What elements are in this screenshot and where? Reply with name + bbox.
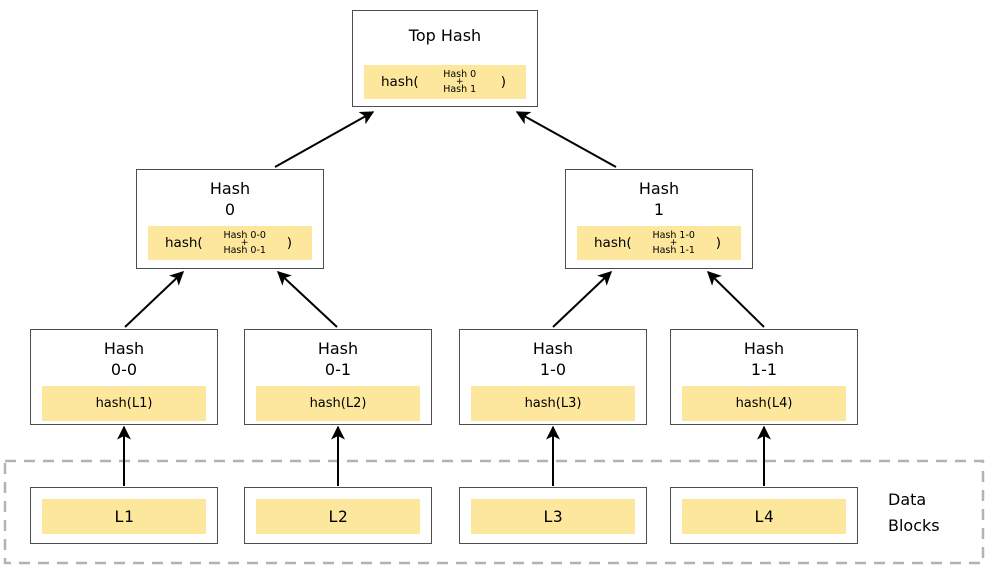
operand-1: Hash 1-0 — [652, 229, 695, 241]
title-line-2: 1-1 — [750, 360, 778, 379]
operator-plus: + — [240, 237, 249, 248]
caption-line-1: Data — [888, 490, 927, 509]
node-title: Hash 0-1 — [245, 338, 431, 380]
hash-formula: hash(L2) — [256, 386, 420, 421]
title-line-1: Hash — [638, 179, 680, 198]
node-hash-1-0: Hash 1-0 hash(L3) — [459, 329, 647, 425]
title-line-1: Hash — [532, 339, 574, 358]
data-block-l1: L1 — [30, 487, 218, 544]
arrow-hash11-to-hash1 — [707, 271, 765, 328]
hash-formula: hash( Hash 0 + Hash 1 ) — [364, 65, 526, 99]
title-line-1: Hash — [209, 179, 251, 198]
node-title: Top Hash — [408, 26, 482, 45]
data-block-l4: L4 — [670, 487, 858, 544]
hash-operands: Hash 0-0 + Hash 0-1 — [223, 229, 266, 256]
hash-formula: hash(L4) — [682, 386, 846, 421]
data-blocks-caption: Data Blocks — [888, 487, 940, 539]
operator-plus: + — [669, 237, 678, 248]
node-hash-0-0: Hash 0-0 hash(L1) — [30, 329, 218, 425]
title-line-2: 1-0 — [539, 360, 567, 379]
caption-line-2: Blocks — [888, 516, 940, 535]
title-line-2: 0-0 — [110, 360, 138, 379]
data-block-l2: L2 — [244, 487, 432, 544]
node-hash-1-1: Hash 1-1 hash(L4) — [670, 329, 858, 425]
hash-suffix: ) — [715, 235, 721, 251]
operand-2: Hash 1-1 — [652, 244, 695, 256]
node-hash-0: Hash 0 hash( Hash 0-0 + Hash 0-1 ) — [136, 169, 324, 269]
hash-prefix: hash( — [594, 235, 632, 251]
block-label: L4 — [682, 499, 846, 534]
arrow-hash0-to-top — [274, 111, 375, 168]
title-line-2: 1 — [653, 200, 665, 219]
hash-suffix: ) — [286, 235, 292, 251]
node-title: Hash 1 — [566, 178, 752, 220]
node-hash-1: Hash 1 hash( Hash 1-0 + Hash 1-1 ) — [565, 169, 753, 269]
node-title: Hash 1-1 — [671, 338, 857, 380]
arrow-hash1-to-top — [515, 111, 617, 168]
hash-formula: hash( Hash 0-0 + Hash 0-1 ) — [148, 226, 312, 260]
hash-formula: hash( Hash 1-0 + Hash 1-1 ) — [577, 226, 741, 260]
data-block-l3: L3 — [459, 487, 647, 544]
operand-1: Hash 0-0 — [223, 229, 266, 241]
node-top-hash: Top Hash hash( Hash 0 + Hash 1 ) — [352, 10, 538, 107]
hash-prefix: hash( — [381, 74, 419, 90]
arrow-hash00-to-hash0 — [124, 271, 185, 328]
node-title: Hash 1-0 — [460, 338, 646, 380]
hash-formula: hash(L1) — [42, 386, 206, 421]
hash-formula: hash(L3) — [471, 386, 635, 421]
block-label: L1 — [42, 499, 206, 534]
operand-1: Hash 0 — [443, 68, 477, 80]
hash-suffix: ) — [500, 74, 506, 90]
hash-operands: Hash 1-0 + Hash 1-1 — [652, 229, 695, 256]
operand-2: Hash 0-1 — [223, 244, 266, 256]
title-line-1: Hash — [103, 339, 145, 358]
node-title: Hash 0-0 — [31, 338, 217, 380]
operand-2: Hash 1 — [443, 83, 477, 95]
operator-plus: + — [455, 76, 464, 87]
title-line-2: 0 — [224, 200, 236, 219]
block-label: L2 — [256, 499, 420, 534]
block-label: L3 — [471, 499, 635, 534]
arrow-hash01-to-hash0 — [276, 271, 338, 328]
title-line-1: Hash — [317, 339, 359, 358]
hash-operands: Hash 0 + Hash 1 — [443, 68, 477, 95]
hash-prefix: hash( — [165, 235, 203, 251]
arrow-hash10-to-hash1 — [552, 271, 613, 328]
title-line-1: Hash — [743, 339, 785, 358]
node-hash-0-1: Hash 0-1 hash(L2) — [244, 329, 432, 425]
title-line-2: 0-1 — [324, 360, 352, 379]
node-title: Hash 0 — [137, 178, 323, 220]
